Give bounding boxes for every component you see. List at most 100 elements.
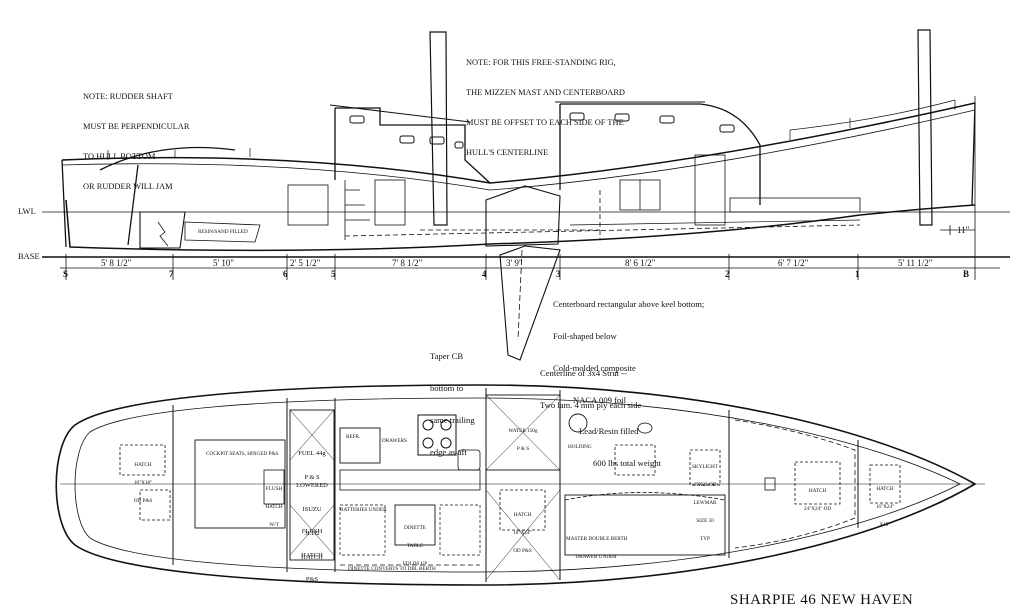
head-sink — [637, 422, 653, 434]
station-label-stern: S — [63, 269, 69, 279]
centerboard-trunk — [485, 185, 561, 247]
rudder-note-line: OR RUDDER WILL JAM — [83, 182, 173, 191]
station-label-1: 1 — [855, 269, 860, 279]
label-line: 16"X24" — [875, 504, 895, 510]
fuel-label: FUEL 44g P & S — [292, 434, 332, 490]
bow-dim-label: 11" — [957, 225, 970, 235]
toilet — [568, 413, 588, 433]
station-label-4: 4 — [482, 269, 487, 279]
dinette-seat-aft — [339, 504, 386, 556]
strut-note-line: Two lam. 4 mm ply each side — [540, 399, 642, 410]
strut-note-line: Centerline of 3x4 Strut -- — [540, 368, 627, 379]
label-line: HATCH — [134, 462, 152, 468]
hull-sheer — [61, 102, 976, 184]
mid-hatch — [499, 489, 546, 531]
fuel-tank-cross — [289, 409, 335, 461]
cb-trunk-plan — [485, 394, 561, 471]
centerboard-blade — [499, 245, 561, 361]
fwd-hatch-label: HATCH 24"X24" OD — [795, 476, 840, 518]
stern-hatch-label: HATCH 18"X18" OD P&S — [124, 450, 162, 510]
aft-porthole-4 — [454, 141, 464, 149]
drawers-label: DRAWERS — [382, 438, 407, 444]
resin-label: RESIN/SAND FILLED — [198, 229, 248, 235]
aft-porthole-1 — [349, 115, 365, 124]
bow-hatch — [869, 464, 901, 504]
stove — [417, 414, 457, 456]
fwd-berth — [729, 197, 861, 213]
label-line: P & S — [304, 474, 320, 481]
rudder-note: NOTE: RUDDER SHAFT MUST BE PERPENDICULAR… — [83, 72, 189, 202]
lwl-label: LWL — [18, 206, 36, 216]
batteries-label: BATTERIES UNDER — [340, 507, 387, 513]
fwd-porthole-1 — [569, 112, 585, 121]
cb-note-line: Lead/Resin filled — [579, 426, 639, 437]
rudder-shaft — [127, 164, 139, 246]
label-line: 18"X18" — [133, 480, 153, 486]
taper-note-line: bottom to — [430, 382, 464, 393]
label-line: TABLE — [406, 543, 424, 549]
profile-view — [42, 29, 1010, 361]
label-line: P&S — [305, 576, 319, 583]
label-line: DRAWER UNDER — [575, 554, 617, 560]
water-tank-cross — [485, 394, 561, 471]
spacing-dim: 5' 11 1/2" — [898, 258, 933, 268]
stern-hatch-2 — [139, 489, 171, 521]
skylight-label: SKYLIGHT 27X22 OD LEWMAR SIZE 50 TYP — [690, 452, 720, 548]
label-line: 24"X24" OD — [803, 506, 832, 512]
label-line: FOLDS UP — [402, 561, 428, 567]
label-line: 27X22 OD — [693, 482, 717, 488]
engine-label: LOWERED ISUZU 3LD2 HATCH — [292, 466, 332, 570]
master-berth — [564, 494, 726, 556]
aft-cabin-roof — [329, 104, 471, 123]
rudder-note-line: MUST BE PERPENDICULAR — [83, 122, 190, 131]
cb-note-line: Cold-molded composite — [553, 362, 636, 373]
label-line: ISUZU — [302, 506, 322, 513]
station-label-5: 5 — [331, 269, 336, 279]
bow-hatch-label: HATCH 16"X24" X15" — [870, 474, 900, 534]
mizzen-mast — [429, 31, 448, 226]
deck-outline — [55, 384, 977, 586]
taper-note-line: Taper CB — [430, 351, 464, 362]
spacing-dim: 5' 8 1/2" — [101, 258, 132, 268]
dinette-seat-fwd — [439, 504, 481, 556]
flush-hatch-cross — [289, 504, 335, 556]
label-line: FLUSH — [301, 528, 323, 535]
water-label: WATER 150g P & S — [496, 416, 550, 458]
main-mast — [917, 29, 933, 226]
interior-dashed-lines — [344, 190, 861, 246]
fwd-berth-outline — [734, 419, 856, 549]
label-line: OD P&S — [133, 498, 153, 504]
deck-inner-outline — [74, 397, 961, 573]
master-berth-curve — [564, 492, 726, 501]
rudder-zigzag-icon — [157, 221, 169, 247]
companionway-steps — [344, 180, 370, 240]
stove-burner-3 — [422, 437, 434, 449]
transom — [61, 159, 67, 248]
centerboard-strut-line — [517, 249, 523, 341]
cockpit-label: COCKPIT SEATS, HINGED P&S — [206, 451, 279, 457]
label-line: HATCH — [301, 552, 323, 559]
fwd-cabin-house — [559, 103, 761, 205]
dinette-converts-label: DINETTE CONVERTS TO DBL BERTH — [348, 566, 436, 572]
station-label-3: 3 — [556, 269, 561, 279]
label-line: FUEL 44g — [298, 450, 326, 457]
spacing-dim: 7' 8 1/2" — [392, 258, 423, 268]
label-line: 3LD2 — [304, 530, 320, 537]
cabin-sole — [569, 219, 861, 226]
refr-label: REFR. — [346, 434, 361, 440]
cb-note-line: 600 lbs total weight — [593, 458, 662, 469]
dinette-label: DINETTE TABLE FOLDS UP — [395, 513, 435, 573]
fwd-hatch — [794, 461, 841, 505]
label-line: LOWERED — [296, 482, 328, 489]
stern-hatch — [119, 444, 166, 476]
station-label-6: 6 — [283, 269, 288, 279]
bow-cleat — [764, 477, 776, 491]
rig-note-line: HULL'S CENTERLINE — [466, 148, 549, 157]
cb-note-line: Foil-shaped below — [553, 330, 617, 341]
label-line: TYP — [700, 536, 710, 542]
label-line: W/T — [269, 522, 279, 528]
rig-note-line: MUST BE OFFSET TO EACH SIDE OF THE — [466, 118, 624, 127]
fwd-door — [694, 154, 726, 226]
rub-rail — [61, 109, 976, 191]
hull-bottom — [65, 199, 976, 252]
